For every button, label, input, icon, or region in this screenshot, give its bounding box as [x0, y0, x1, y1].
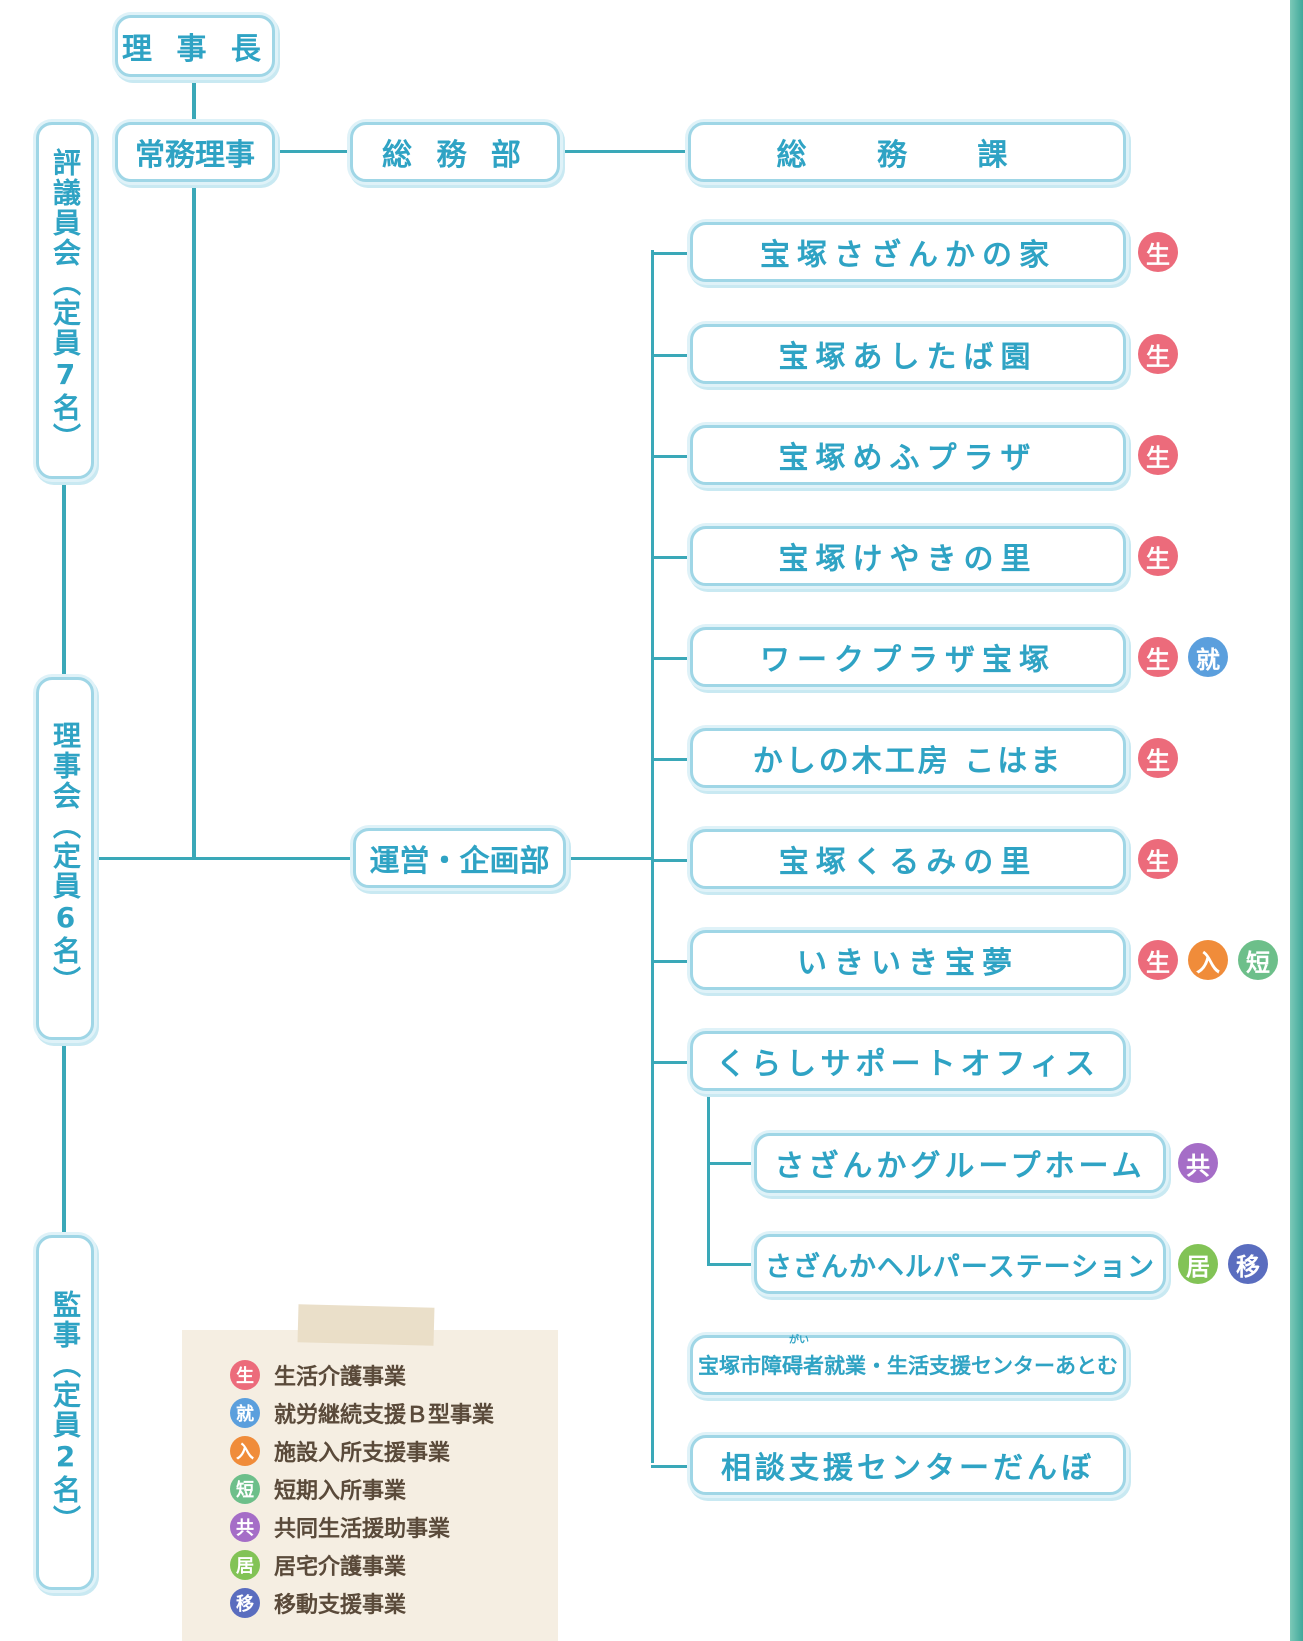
legend-label: 生活介護事業 [274, 1365, 407, 1390]
badge-home-care: 居 [1178, 1244, 1218, 1284]
badge-employment-support: 就 [1188, 637, 1228, 677]
facility-box: 宝塚けやきの里 [690, 526, 1126, 586]
connector-line [651, 354, 690, 357]
badge-mobility-support: 移 [1228, 1244, 1268, 1284]
connector-line [651, 657, 690, 660]
side-decoration [1290, 0, 1303, 1641]
general-affairs-section-box: 総 務 課 [688, 122, 1126, 182]
tape-decoration [297, 1304, 435, 1346]
furigana: がい [789, 1335, 809, 1346]
facility-box: 宝塚あしたば園 [690, 324, 1126, 384]
connector-line [192, 180, 196, 860]
badge-home-care: 居 [230, 1550, 260, 1580]
facility-box: 宝塚市障碍者就業・生活支援センターあとむ [690, 1335, 1126, 1395]
facility-box: いきいき宝夢 [690, 930, 1126, 990]
facility-box: くらしサポートオフィス [690, 1031, 1126, 1091]
facility-box: ワークプラザ宝塚 [690, 627, 1126, 687]
board-box: 理事会（定員6名） [36, 677, 94, 1040]
connector-line [566, 857, 653, 860]
facility-box: さざんかグループホーム [754, 1133, 1166, 1193]
legend-label: 短期入所事業 [274, 1479, 407, 1504]
connector-line [707, 1092, 710, 1265]
badge-daily-care: 生 [1138, 839, 1178, 879]
badge-short-stay: 短 [1238, 940, 1278, 980]
connector-line [192, 76, 196, 122]
facility-label: 宝塚市障碍者就業・生活支援センターあとむ [698, 1354, 1118, 1378]
connector-line [651, 859, 690, 862]
badge-daily-care: 生 [1138, 435, 1178, 475]
connector-line [62, 479, 66, 677]
badge-daily-care: 生 [1138, 738, 1178, 778]
general-affairs-dept-box: 総 務 部 [350, 122, 560, 182]
badge-employment-support: 就 [230, 1398, 260, 1428]
facility-box: 宝塚さざんかの家 [690, 222, 1126, 282]
badge-daily-care: 生 [1138, 232, 1178, 272]
connector-line [651, 758, 690, 761]
badge-residential: 入 [1188, 940, 1228, 980]
facility-box: 宝塚くるみの里 [690, 829, 1126, 889]
connector-line [707, 1263, 754, 1266]
connector-line [651, 1061, 690, 1064]
legend-item: 入施設入所支援事業 [230, 1435, 450, 1467]
facility-box: 宝塚めふプラザ [690, 425, 1126, 485]
badge-daily-care: 生 [1138, 637, 1178, 677]
connector-line [651, 250, 654, 1463]
legend-item: 就就労継続支援Ｂ型事業 [230, 1397, 494, 1429]
managing-director-box: 常務理事 [115, 122, 275, 182]
legend-label: 共同生活援助事業 [274, 1517, 451, 1542]
badge-daily-care: 生 [1138, 940, 1178, 980]
chairman-box: 理 事 長 [115, 15, 275, 77]
connector-line [651, 556, 690, 559]
connector-line [62, 1040, 66, 1235]
legend-label: 施設入所支援事業 [274, 1441, 451, 1466]
facility-box: さざんかヘルパーステーション [754, 1234, 1166, 1294]
connector-line [560, 150, 688, 153]
legend-item: 移移動支援事業 [230, 1587, 406, 1619]
badge-residential: 入 [230, 1436, 260, 1466]
connector-line [272, 150, 350, 153]
legend-item: 共共同生活援助事業 [230, 1511, 450, 1543]
facility-box: 相談支援センターだんぼ [690, 1435, 1126, 1495]
badge-short-stay: 短 [230, 1474, 260, 1504]
connector-line [651, 1465, 690, 1468]
connector-line [651, 960, 690, 963]
legend-label: 居宅介護事業 [274, 1555, 407, 1580]
connector-line [707, 1162, 754, 1165]
badge-group-living: 共 [1178, 1143, 1218, 1183]
legend-item: 短短期入所事業 [230, 1473, 406, 1505]
badge-daily-care: 生 [1138, 334, 1178, 374]
auditors-box: 監事（定員2名） [36, 1235, 94, 1590]
connector-line [651, 455, 690, 458]
badge-daily-care: 生 [1138, 536, 1178, 576]
connector-line [95, 857, 353, 860]
operations-dept-box: 運営・企画部 [353, 828, 566, 888]
badge-group-living: 共 [230, 1512, 260, 1542]
councillors-box: 評議員会（定員7名） [36, 122, 94, 479]
facility-box: かしの木工房 こはま [690, 728, 1126, 788]
legend-item: 生生活介護事業 [230, 1359, 406, 1391]
legend-item: 居居宅介護事業 [230, 1549, 406, 1581]
badge-daily-care: 生 [230, 1360, 260, 1390]
legend-label: 移動支援事業 [274, 1593, 407, 1618]
legend-label: 就労継続支援Ｂ型事業 [274, 1403, 495, 1428]
badge-mobility-support: 移 [230, 1588, 260, 1618]
connector-line [651, 252, 690, 255]
